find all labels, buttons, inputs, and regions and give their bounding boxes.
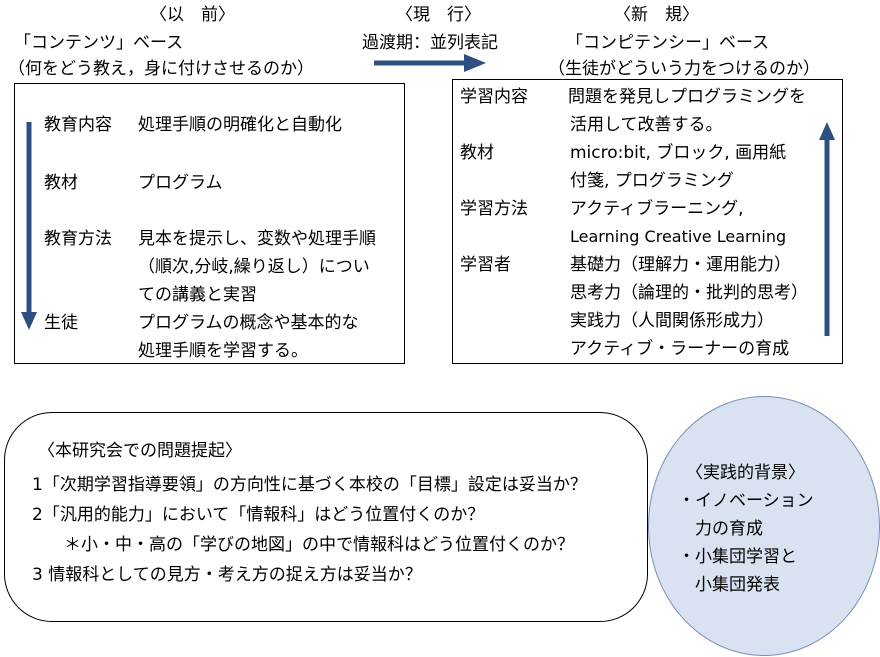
left-value-content: 処理手順の明確化と自動化 [138, 115, 342, 135]
left-value-student-1: プログラムの概念や基本的な [138, 313, 359, 333]
left-label-student: 生徒 [44, 313, 78, 333]
right-value-learner-4: アクティブ・ラーナーの育成 [570, 339, 790, 359]
issues-heading: 〈本研究会での問題提起〉 [38, 441, 242, 461]
left-value-student-2: 処理手順を学習する。 [138, 341, 308, 361]
header-current: 〈現 行〉 [396, 5, 481, 25]
left-label-method: 教育方法 [44, 229, 112, 249]
right-up-arrow [819, 122, 835, 336]
right-value-method-2: Learning Creative Learning [570, 227, 787, 246]
right-value-learner-1: 基礎力（理解力・運用能力） [570, 255, 791, 275]
issue-item-3: 3 情報科としての見方・考え方の捉え方は妥当か？ [32, 565, 422, 585]
background-line-4: 小集団発表 [678, 575, 780, 595]
left-down-arrow [21, 122, 37, 330]
left-title: 「コンテンツ」ベース [14, 33, 184, 53]
right-label-content: 学習内容 [460, 87, 528, 107]
right-label-material: 教材 [460, 143, 494, 163]
right-value-material-2: 付箋, プログラミング [570, 171, 734, 191]
transition-label: 過渡期：並列表記 [362, 33, 498, 53]
right-value-learner-3: 実践力（人間関係形成力） [570, 311, 774, 331]
right-value-learner-2: 思考力（論理的・批判的思考） [570, 283, 808, 303]
left-label-content: 教育内容 [44, 115, 112, 135]
left-box [14, 83, 405, 364]
right-label-learner: 学習者 [460, 255, 511, 275]
issue-item-2-note: ＊小・中・高の「学びの地図」の中で情報科はどう位置付くのか？ [64, 535, 574, 555]
issue-item-2: 2「汎用的能力」において「情報科」はどう位置付くのか？ [32, 505, 485, 525]
background-line-1: ・イノベーション [678, 491, 814, 511]
left-subtitle: （何をどう教え，身に付けさせるのか） [8, 59, 314, 79]
right-box [452, 79, 843, 364]
transition-arrow [374, 54, 486, 72]
background-line-3: ・小集団学習と [678, 547, 797, 567]
left-value-method-3: ての講義と実習 [138, 285, 257, 305]
right-label-method: 学習方法 [460, 199, 528, 219]
header-new: 〈新 規〉 [614, 5, 699, 25]
right-value-content-2: 活用して改善する。 [570, 115, 723, 135]
background-heading: 〈実践的背景〉 [686, 463, 805, 483]
issues-box [4, 412, 648, 622]
header-before: 〈以 前〉 [150, 5, 235, 25]
left-value-material: プログラム [138, 173, 223, 193]
issue-item-1: 1「次期学習指導要領」の方向性に基づく本校の「目標」設定は妥当か？ [32, 475, 587, 495]
right-value-method-1: アクティブラーニング, [570, 199, 744, 219]
right-value-content-1: 問題を発見しプログラミングを [568, 87, 806, 107]
right-subtitle: （生徒がどういう力をつけるのか） [548, 59, 820, 79]
left-label-material: 教材 [44, 173, 78, 193]
background-line-2: 力の育成 [678, 519, 763, 539]
right-value-material-1: micro:bit, ブロック, 画用紙 [570, 143, 787, 163]
left-value-method-2: （順次,分岐,繰り返し）につい [138, 257, 370, 277]
right-title: 「コンピテンシー」ベース [566, 33, 770, 53]
background-circle [648, 396, 880, 656]
left-value-method-1: 見本を提示し、変数や処理手順 [138, 229, 376, 249]
